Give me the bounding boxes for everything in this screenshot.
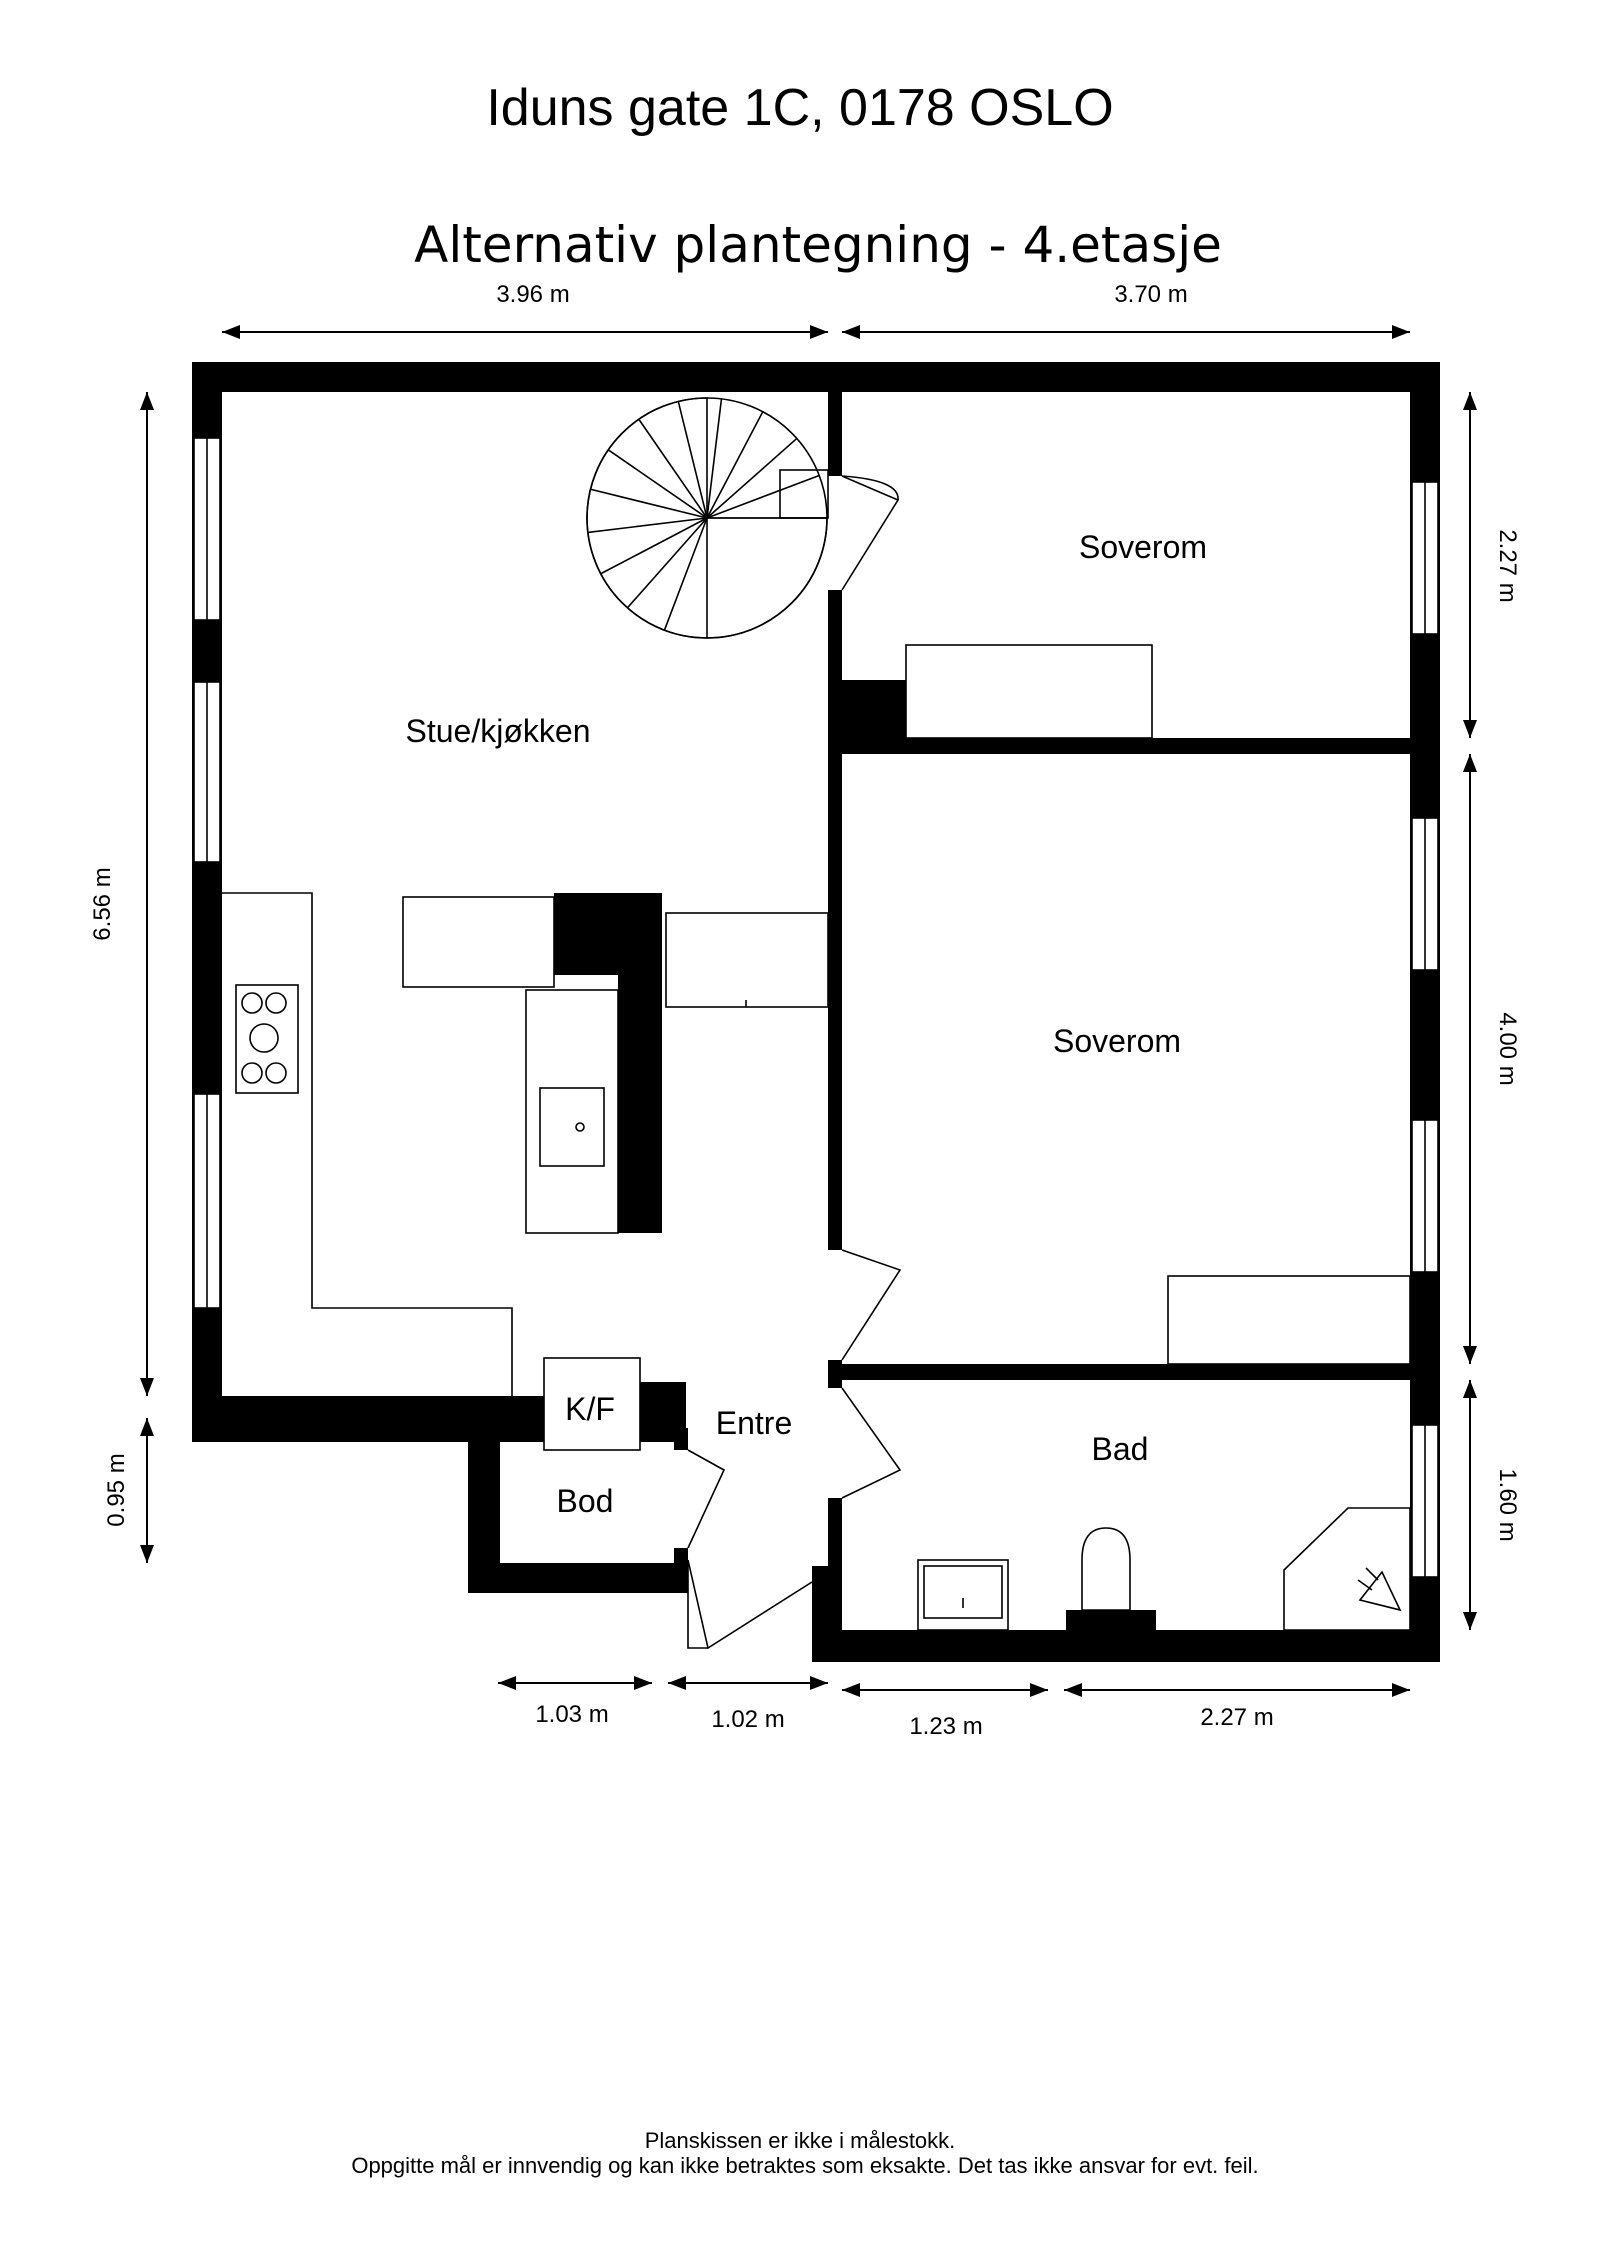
- doors: [687, 475, 902, 1650]
- kitchen: [222, 892, 829, 1396]
- dim-right-middle: 4.00 m: [1494, 1012, 1521, 1085]
- room-label-living-kitchen: Stue/kjøkken: [406, 713, 591, 749]
- walls: [192, 362, 1440, 1662]
- footer-note-2: Oppgitte mål er innvendig og kan ikke be…: [351, 2153, 1258, 2178]
- dim-bottom-2: 1.02 m: [711, 1706, 784, 1733]
- room-label-bathroom: Bad: [1092, 1431, 1149, 1467]
- bedroom-fixtures: [905, 644, 1411, 1365]
- bath-fixtures: [917, 1507, 1411, 1631]
- room-label-bedroom-top: Soverom: [1079, 529, 1207, 565]
- dimension-lines: [140, 325, 1477, 1697]
- dim-top-left: 3.96 m: [496, 281, 569, 308]
- dim-top-right: 3.70 m: [1114, 281, 1187, 308]
- windows: [193, 437, 1439, 1578]
- room-label-bedroom-middle: Soverom: [1053, 1023, 1181, 1059]
- dim-left-main: 6.56 m: [89, 867, 116, 940]
- address-title: Iduns gate 1C, 0178 OSLO: [486, 79, 1113, 137]
- dim-right-top: 2.27 m: [1494, 529, 1521, 602]
- room-label-entrance: Entre: [716, 1405, 792, 1441]
- room-label-fridge-freezer: K/F: [565, 1391, 615, 1427]
- room-label-storage: Bod: [557, 1483, 614, 1519]
- plan-title: Alternativ plantegning - 4.etasje: [414, 216, 1222, 274]
- dim-left-lower: 0.95 m: [103, 1453, 130, 1526]
- footer-note-1: Planskissen er ikke i målestokk.: [645, 2128, 956, 2153]
- fridge-freezer-unit: [543, 1357, 641, 1451]
- dim-right-bottom: 1.60 m: [1494, 1468, 1521, 1541]
- dim-bottom-4: 2.27 m: [1200, 1704, 1273, 1731]
- spiral-stair: [586, 397, 829, 639]
- dim-bottom-1: 1.03 m: [535, 1701, 608, 1728]
- dim-bottom-3: 1.23 m: [909, 1713, 982, 1740]
